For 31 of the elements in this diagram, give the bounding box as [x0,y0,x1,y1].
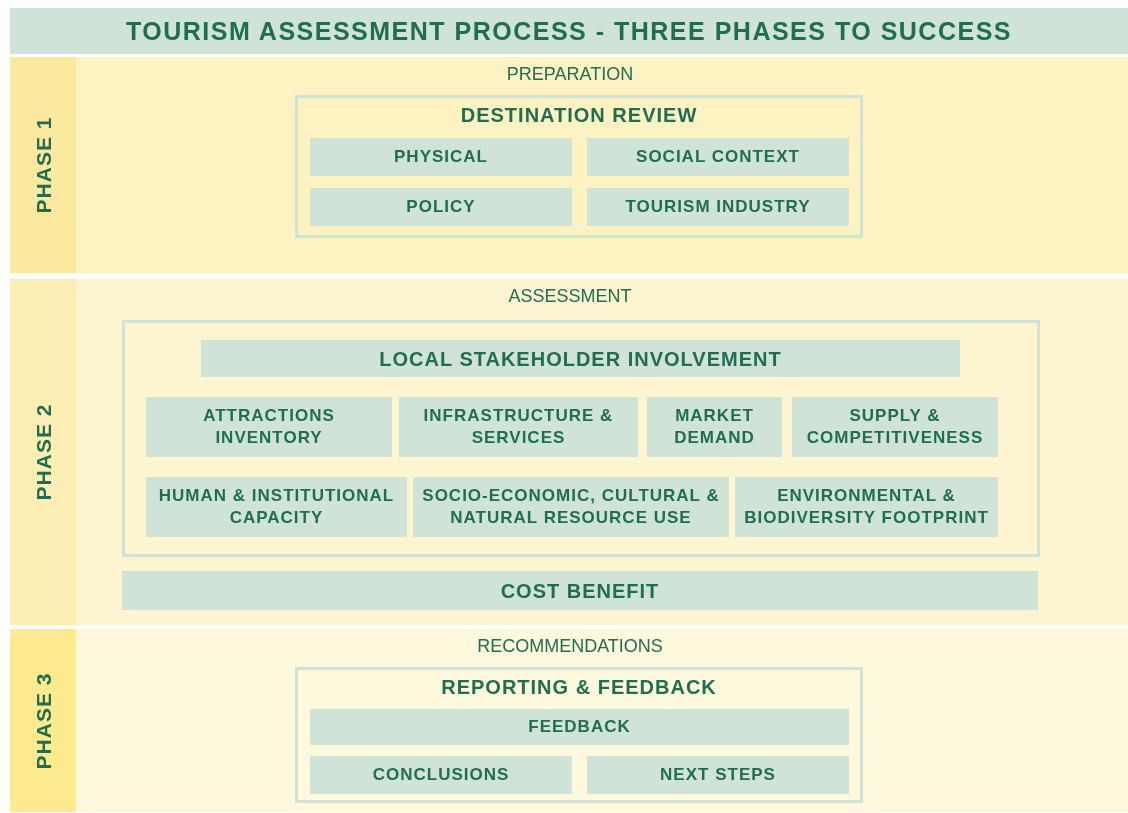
section-heading: ASSESSMENT [508,286,632,307]
phase-label: PHASE 1 [32,116,56,214]
phase-band [10,629,1128,812]
phase-label: PHASE 2 [32,403,56,501]
topic-box: HUMAN & INSTITUTIONAL CAPACITY [146,477,407,537]
outlined-panel [295,667,863,803]
topic-box: MARKET DEMAND [647,397,782,457]
phase-band [10,279,1128,625]
topic-box: TOURISM INDUSTRY [587,188,849,226]
diagram-title: TOURISM ASSESSMENT PROCESS - THREE PHASES TO SUCCESS [10,8,1128,54]
panel-title: DESTINATION REVIEW [460,104,698,127]
topic-box: ENVIRONMENTAL & BIODIVERSITY FOOTPRINT [735,477,998,537]
topic-box: INFRASTRUCTURE & SERVICES [399,397,638,457]
topic-box: COST BENEFIT [122,571,1038,610]
outlined-panel [122,320,1040,557]
phase-label: PHASE 3 [32,672,56,769]
topic-box: FEEDBACK [310,709,849,745]
topic-box: SUPPLY & COMPETITIVENESS [792,397,998,457]
section-heading: PREPARATION [506,64,634,85]
topic-box: SOCIAL CONTEXT [587,138,849,176]
panel-title: REPORTING & FEEDBACK [441,676,717,699]
outlined-panel [295,95,863,238]
section-heading: RECOMMENDATIONS [477,636,663,657]
topic-box: CONCLUSIONS [310,756,572,794]
topic-box: LOCAL STAKEHOLDER INVOLVEMENT [201,340,960,377]
topic-box: POLICY [310,188,572,226]
topic-box: NEXT STEPS [587,756,849,794]
topic-box: PHYSICAL [310,138,572,176]
topic-box: ATTRACTIONS INVENTORY [146,397,392,457]
phase-band [10,57,1128,273]
topic-box: SOCIO-ECONOMIC, CULTURAL & NATURAL RESOURCE USE [413,477,729,537]
